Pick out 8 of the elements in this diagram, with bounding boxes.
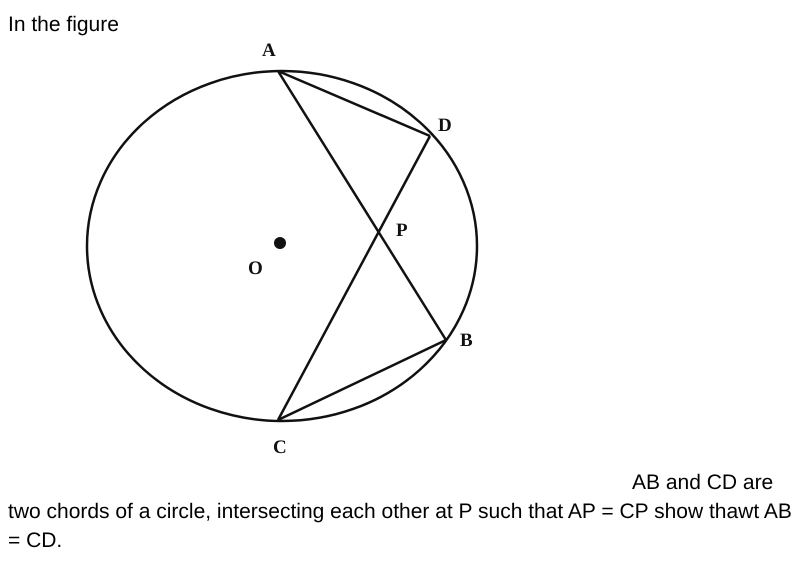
point-label: B: [460, 330, 473, 352]
point-label: O: [248, 258, 263, 280]
point-label: P: [396, 220, 408, 242]
point-label: A: [262, 40, 276, 62]
question-text: In the figure: [8, 12, 119, 38]
question-text: AB and CD are two chords of a circle, intersecting each other at P such that AP = CP show thawt AB = CD.: [8, 470, 793, 554]
point-label: C: [273, 437, 287, 459]
point-label: D: [438, 115, 452, 137]
